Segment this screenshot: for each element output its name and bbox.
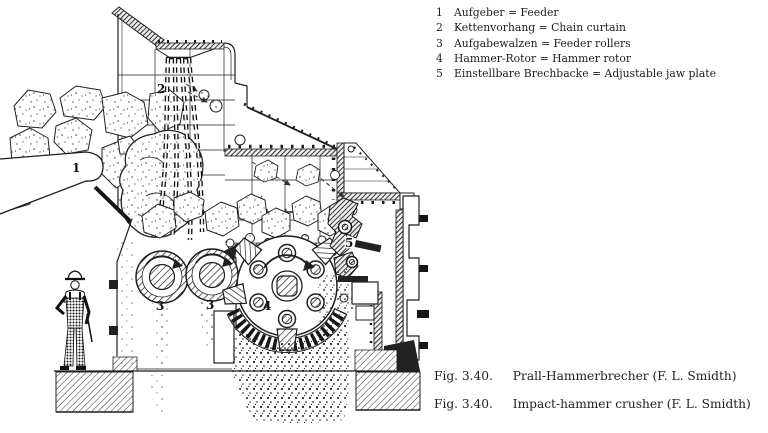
- legend-item-number: 5: [436, 67, 443, 81]
- figure-number: Fig. 3.40.: [434, 369, 493, 383]
- legend-item-label: Aufgeber = Feeder: [454, 6, 559, 19]
- legend-item-label: Hammer-Rotor = Hammer rotor: [454, 51, 632, 65]
- feeder-roller-left: [135, 250, 189, 304]
- figure-title: Impact-hammer crusher (F. L. Smidth): [512, 397, 751, 411]
- legend-item-label: Kettenvorhang = Chain curtain: [454, 21, 626, 35]
- machine-body: [109, 221, 238, 372]
- legend-item: 4 Hammer-Rotor = Hammer rotor: [436, 51, 716, 66]
- figure-title: Prall-Hammerbrecher (F. L. Smidth): [512, 369, 737, 383]
- figure-caption-english: Fig. 3.40. Impact-hammer crusher (F. L. …: [434, 397, 751, 411]
- legend-item: 1 Aufgeber = Feeder: [436, 5, 716, 20]
- legend-item-label: Aufgabewalzen = Feeder rollers: [454, 36, 631, 50]
- feeder-chute: 1: [0, 151, 133, 224]
- legend-item: 3 Aufgabewalzen = Feeder rollers: [436, 36, 716, 51]
- label-jaw-plate: 5: [345, 236, 353, 250]
- legend-item-number: 4: [436, 51, 443, 65]
- ground-foundation: [54, 370, 421, 413]
- crusher-diagram: 1: [0, 6, 429, 424]
- worker-figure: [54, 270, 93, 370]
- label-chain-curtain: 2: [157, 82, 165, 96]
- figure-number: Fig. 3.40.: [434, 397, 493, 411]
- legend-item-number: 2: [436, 21, 443, 35]
- figure-caption-german: Fig. 3.40. Prall-Hammerbrecher (F. L. Sm…: [434, 369, 736, 383]
- legend-item: 2 Kettenvorhang = Chain curtain: [436, 20, 716, 35]
- legend-item: 5 Einstellbare Brechbacke = Adjustable j…: [436, 66, 716, 81]
- parts-legend: 1 Aufgeber = Feeder 2 Kettenvorhang = Ch…: [436, 5, 716, 81]
- legend-item-label: Einstellbare Brechbacke = Adjustable jaw…: [454, 67, 717, 81]
- feeder-rollers: 3 3: [135, 248, 239, 313]
- legend-item-number: 1: [436, 6, 443, 19]
- legend-item-number: 3: [436, 36, 443, 50]
- material-spray: [150, 268, 354, 424]
- label-feeder: 1: [72, 161, 80, 175]
- feeder-roller-right: [185, 248, 239, 302]
- label-hammer-rotor: 4: [263, 299, 271, 313]
